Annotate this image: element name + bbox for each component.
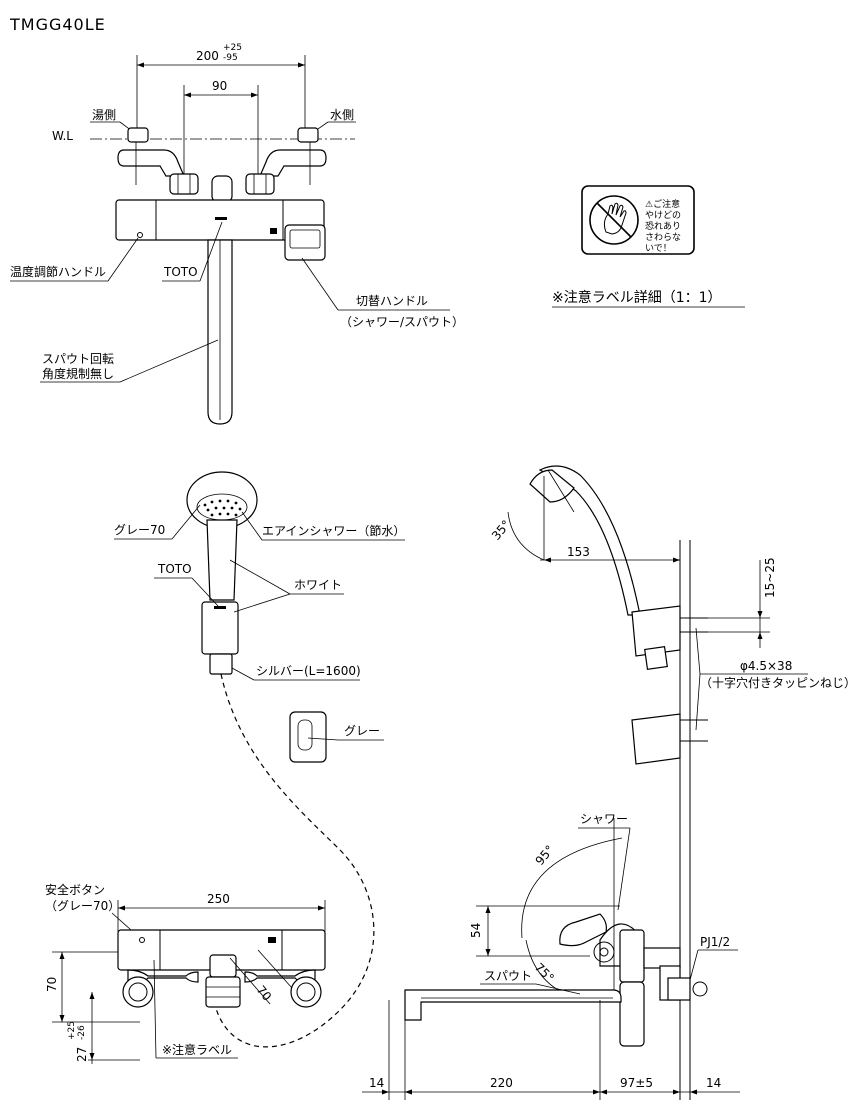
shower-view: グレー70 エアインシャワー（節水） TOTO ホワイト シルバー(L=1600…	[114, 471, 405, 1048]
cold-side-label: 水側	[330, 108, 354, 122]
hot-side-label: 湯側	[92, 108, 116, 122]
dim-200-tol-lower: -95	[223, 53, 238, 63]
safety-button-sub-label: （グレー70）	[45, 899, 120, 913]
switch-handle-sub-label: （シャワー/スパウト）	[340, 315, 464, 329]
dim-90: 90	[212, 79, 227, 93]
dim-200: 200	[196, 49, 219, 63]
air-in-shower-label: エアインシャワー（節水）	[262, 523, 405, 538]
silver-hose-label: シルバー(L=1600)	[256, 664, 361, 678]
top-view: 200 +25 -95 90 W.L 湯側 水側	[10, 43, 464, 425]
toto-label-top: TOTO	[163, 265, 198, 279]
dim-200-tol-upper: +25	[223, 43, 242, 53]
warn-text-1: ⚠ご注意	[645, 198, 680, 210]
warn-text-2: やけどの	[645, 210, 681, 221]
dim-97: 97±5	[620, 1076, 653, 1090]
dim-70-diagonal: 70	[254, 983, 275, 1004]
pj-label: PJ1/2	[700, 935, 730, 949]
dim-250: 250	[207, 892, 230, 906]
dim-14-right: 14	[706, 1076, 721, 1090]
warn-text-5: いで！	[645, 243, 672, 254]
side-view: 35° 153 15~25 φ4.5×38 （十字穴付きタッピンねじ） PJ1/…	[362, 465, 850, 1100]
model-title: TMGG40LE	[9, 15, 106, 34]
safety-button-label: 安全ボタン	[45, 882, 105, 897]
shower-label: シャワー	[580, 812, 628, 826]
dim-14-left: 14	[369, 1076, 384, 1090]
spout-label: スパウト	[484, 969, 532, 983]
dim-27: 27	[75, 1047, 89, 1062]
caution-label-ref: ※注意ラベル	[162, 1042, 232, 1057]
wl-label: W.L	[52, 129, 73, 143]
white-label: ホワイト	[294, 578, 342, 592]
dim-153: 153	[567, 545, 590, 559]
dim-220: 220	[490, 1076, 513, 1090]
warn-text-4: さわらな	[645, 232, 681, 243]
dim-27-tol-lower: -26	[77, 1025, 87, 1040]
toto-label-shower: TOTO	[157, 562, 192, 576]
caution-label-detail: ⚠ご注意 やけどの 恐れあり さわらな いで！ ※注意ラベル詳細（1：1）	[552, 185, 745, 308]
angle-75: 75°	[532, 960, 557, 985]
switch-handle-label: 切替ハンドル	[356, 294, 428, 308]
dim-15-25: 15~25	[763, 557, 777, 598]
dim-70-vertical: 70	[45, 977, 59, 992]
screw-label-2: （十字穴付きタッピンねじ）	[700, 675, 850, 690]
front-view: 250 安全ボタン （グレー70） 70 70	[45, 882, 326, 1064]
gray-holder-label: グレー	[344, 724, 380, 738]
angle-95: 95°	[533, 843, 557, 868]
gray70-label: グレー70	[114, 523, 165, 537]
caution-detail-title: ※注意ラベル詳細（1：1）	[552, 289, 722, 306]
dim-54: 54	[469, 923, 483, 938]
screw-label-1: φ4.5×38	[740, 659, 792, 673]
spout-rotation-label-2: 角度規制無し	[42, 366, 114, 381]
spout-rotation-label-1: スパウト回転	[42, 352, 114, 366]
temp-handle-label: 温度調節ハンドル	[10, 264, 106, 279]
dim-27-tol-upper: +25	[67, 1021, 77, 1040]
warn-text-3: 恐れあり	[645, 221, 681, 232]
